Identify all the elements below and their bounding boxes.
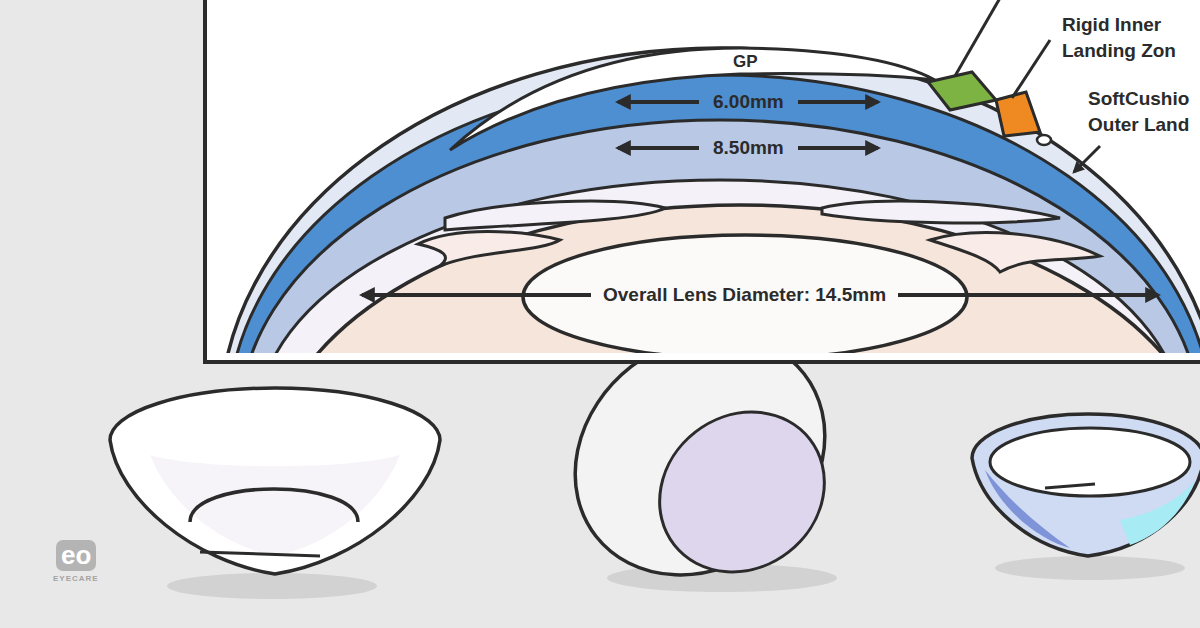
gp-layer <box>228 75 1200 353</box>
lens-shadow <box>995 556 1185 580</box>
tinted-lens-accent <box>985 470 1070 548</box>
cornea <box>270 205 1200 353</box>
ciliary-shape <box>445 201 665 230</box>
lens-edge-highlight <box>200 552 320 556</box>
lens-inner-edge <box>190 489 358 522</box>
zone-label: Rigid Inner Landing Zon <box>1062 12 1188 63</box>
dimension-label: Overall Lens Diameter: 14.5mm <box>591 284 898 307</box>
lens-shadow <box>167 573 377 599</box>
watermark-logo: eo <box>56 540 96 571</box>
leader-arrow <box>1074 146 1100 172</box>
leader-line <box>1012 40 1050 98</box>
lens-outer-layer <box>220 48 1200 353</box>
gp-crescent <box>450 48 935 150</box>
tilted-lens-inner <box>627 379 856 605</box>
watermark-text: EYECARE <box>53 574 99 584</box>
dimension-label: 8.50mm <box>699 137 798 160</box>
iris-shape <box>930 233 1100 272</box>
lens-bowl <box>110 388 440 574</box>
material-label: GP <box>733 52 758 72</box>
lens-edge-highlight <box>1045 484 1095 488</box>
lens-edge <box>1037 135 1051 145</box>
rigid-inner-landing-zone <box>928 72 996 110</box>
eye-cross-section <box>220 48 1200 353</box>
tinted-lens-accent <box>1120 480 1195 545</box>
dimension-label: 6.00mm <box>699 91 798 114</box>
lens-shading <box>150 455 400 556</box>
soft-outer-landing-zone <box>996 92 1040 136</box>
leader-line <box>955 0 1000 76</box>
iris-shape <box>418 232 560 267</box>
tinted-lens-opening <box>990 428 1190 496</box>
tinted-lens-bowl <box>972 414 1200 556</box>
ciliary-shape <box>822 201 1060 223</box>
zone-label: SoftCushio Outer Land <box>1088 86 1196 137</box>
